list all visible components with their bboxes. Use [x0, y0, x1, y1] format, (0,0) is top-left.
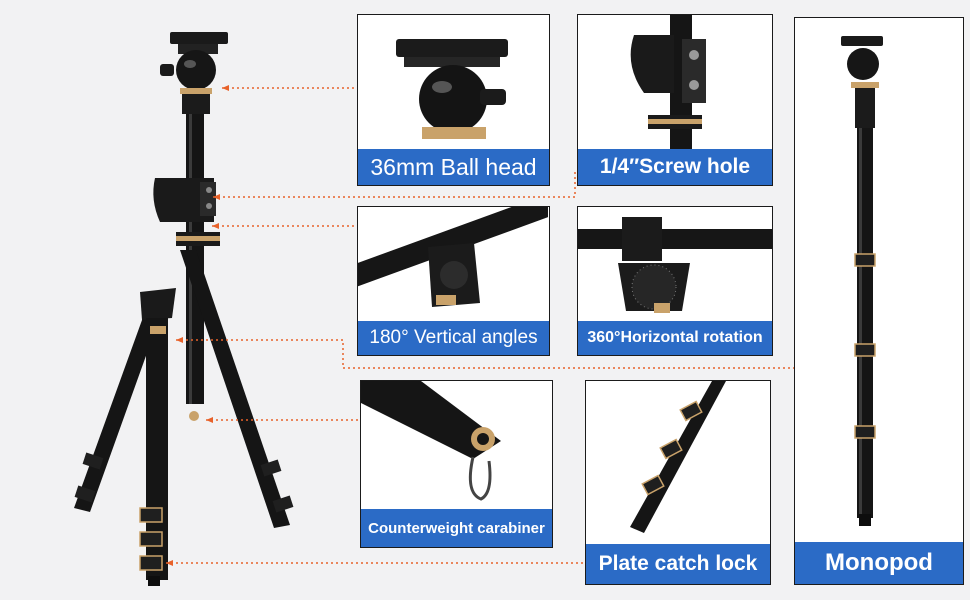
plate-lock-photo — [630, 381, 726, 533]
panel-vertical-angles: 180° Vertical angles — [357, 206, 550, 356]
panel-counterweight: Counterweight carabiner — [360, 380, 553, 548]
label-vertical-angles: 180° Vertical angles — [358, 321, 549, 355]
ball-head-photo — [396, 39, 508, 139]
panel-plate-lock: Plate catch lock — [585, 380, 771, 585]
counterweight-photo — [361, 381, 501, 501]
panel-monopod: Monopod — [794, 17, 964, 585]
label-counterweight: Counterweight carabiner — [361, 509, 552, 547]
vertical-angles-photo — [358, 207, 548, 307]
panel-ball-head: 36mm Ball head — [357, 14, 550, 186]
label-plate-lock: Plate catch lock — [586, 544, 770, 584]
horizontal-rotation-photo — [578, 217, 772, 313]
label-ball-head: 36mm Ball head — [358, 149, 549, 185]
tripod-brass-ring — [180, 88, 212, 94]
tripod-quick-release-plate — [170, 32, 228, 44]
tripod-illustration — [74, 32, 294, 586]
label-screw-hole: 1/4″Screw hole — [578, 149, 772, 185]
panel-screw-hole: 1/4″Screw hole — [577, 14, 773, 186]
monopod-photo — [841, 36, 883, 526]
tripod-ball — [176, 50, 216, 90]
panel-horizontal-rotation: 360°Horizontal rotation — [577, 206, 773, 356]
screw-hole-photo — [630, 15, 706, 155]
label-horizontal-rotation: 360°Horizontal rotation — [578, 321, 772, 355]
label-monopod: Monopod — [795, 542, 963, 584]
